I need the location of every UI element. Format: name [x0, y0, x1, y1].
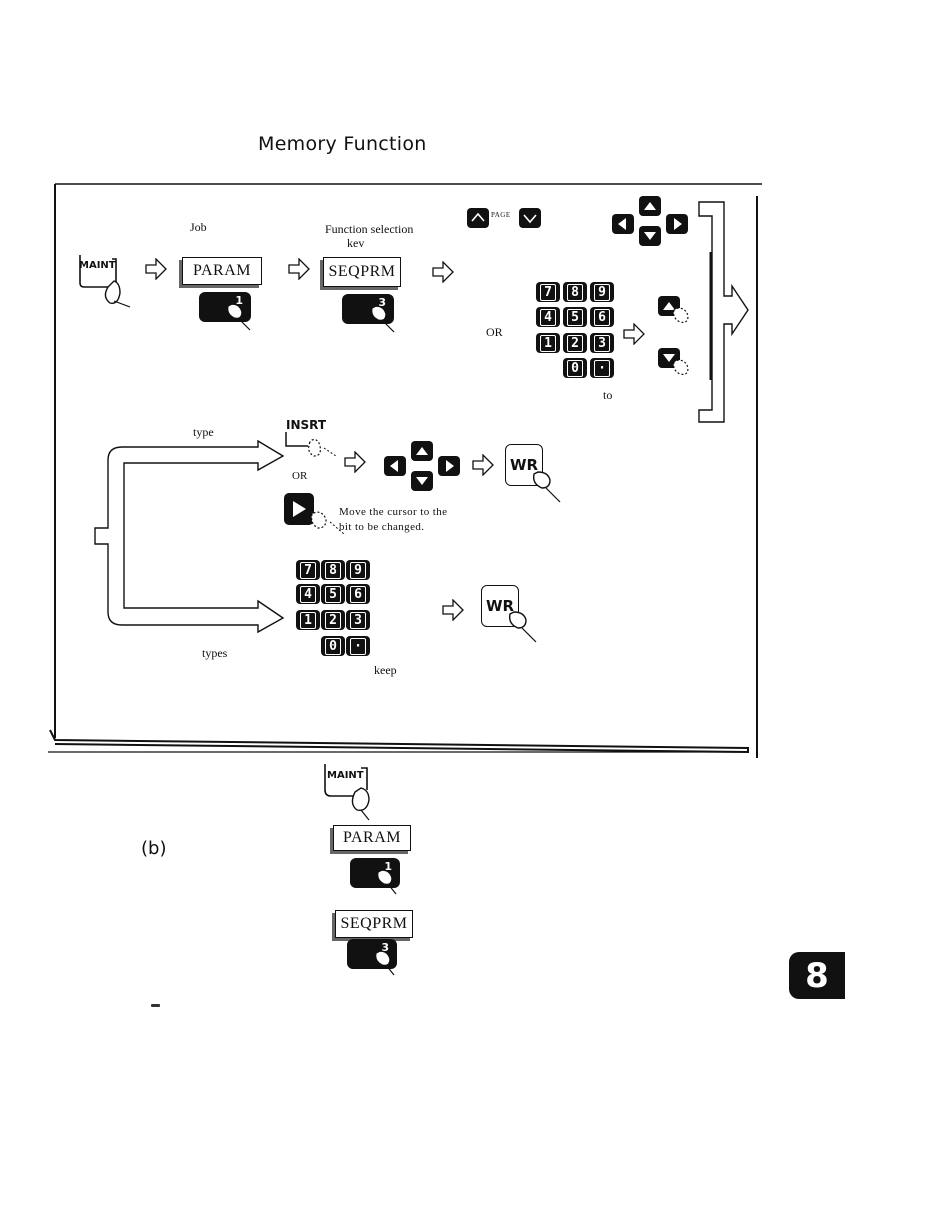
hollow-arrow-icon	[288, 258, 310, 280]
page-title: Memory Function	[258, 133, 427, 155]
scan-mark	[151, 1004, 160, 1007]
seqprm-button[interactable]: SEQPRM	[335, 910, 413, 938]
keep-label: keep	[374, 663, 397, 677]
type-label: type	[193, 425, 214, 439]
function-label-1: Function selection	[325, 222, 414, 236]
function-label-2: kev	[347, 236, 365, 250]
finger-icon	[374, 950, 395, 976]
maint-label: MAINT	[79, 260, 116, 271]
page-up-key[interactable]	[467, 208, 489, 228]
maint-key[interactable]: MAINT	[323, 760, 383, 821]
finger-icon	[673, 307, 689, 323]
cursor-keys-icon[interactable]	[612, 196, 690, 248]
finger-icon	[376, 869, 397, 895]
wr-key[interactable]: WR	[481, 585, 519, 627]
or2-label: OR	[292, 470, 308, 482]
cursor-right-key[interactable]	[284, 493, 314, 525]
section-b-label: (b)	[141, 838, 167, 859]
cursor-note-2: bit to be changed.	[339, 521, 425, 533]
insrt-key[interactable]: INSRT	[284, 418, 344, 462]
function-key-1[interactable]: 1	[199, 292, 251, 322]
finger-icon	[311, 511, 345, 535]
param-button[interactable]: PARAM	[333, 825, 411, 851]
hollow-arrow-icon	[432, 261, 454, 283]
hollow-arrow-icon	[442, 599, 464, 621]
page-down-key[interactable]	[519, 208, 541, 228]
maint-key[interactable]: MAINT	[78, 253, 131, 308]
finger-icon	[532, 471, 561, 503]
page-label: PAGE	[491, 211, 511, 219]
types-label: types	[202, 646, 228, 660]
maint-label: MAINT	[327, 770, 364, 781]
hollow-arrow-icon	[145, 258, 167, 280]
function-key-1[interactable]: 1	[350, 858, 400, 888]
page-up-icon	[471, 212, 485, 222]
param-button[interactable]: PARAM	[182, 257, 262, 285]
cursor-keys-icon[interactable]	[384, 441, 462, 493]
job-label: Job	[190, 220, 207, 234]
page-down-icon	[523, 214, 537, 224]
seqprm-button[interactable]: SEQPRM	[323, 257, 401, 287]
finger-icon	[370, 305, 395, 333]
hollow-arrow-icon	[344, 451, 366, 473]
finger-icon	[226, 303, 251, 331]
hollow-arrow-icon	[623, 323, 645, 345]
finger-icon	[673, 359, 689, 375]
or-label: OR	[486, 325, 503, 339]
hollow-arrow-icon	[472, 454, 494, 476]
chapter-tab: 8	[789, 952, 845, 999]
cursor-note-1: Move the cursor to the	[339, 506, 448, 518]
finger-icon	[508, 611, 537, 643]
to-label: to	[603, 388, 613, 402]
